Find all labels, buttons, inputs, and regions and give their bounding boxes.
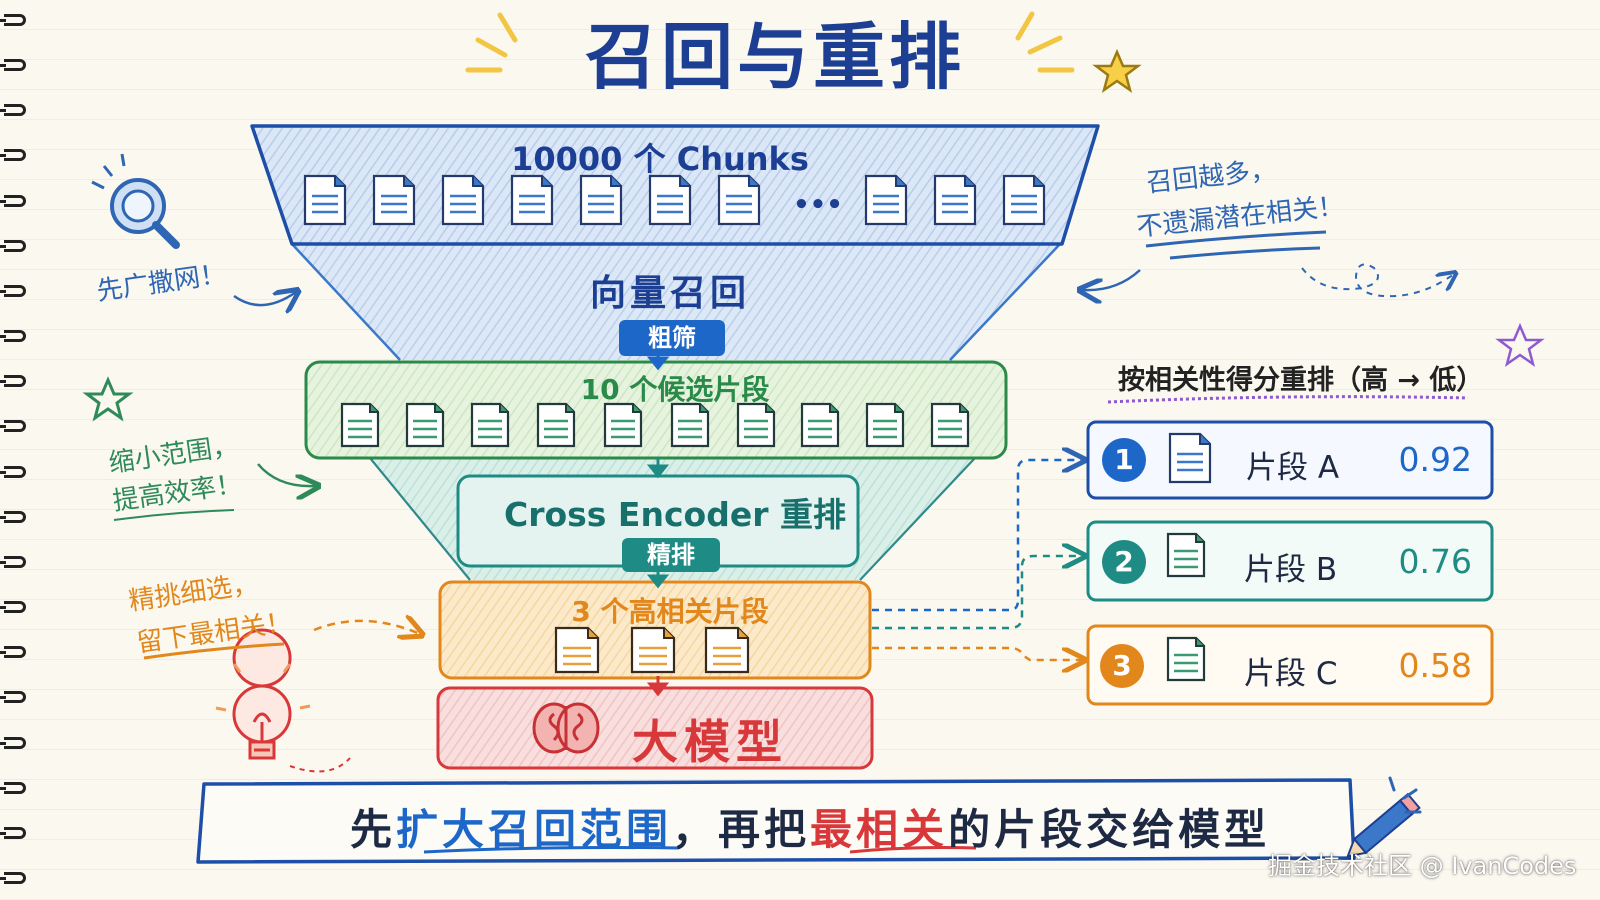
rank-badge-2: 2 — [1102, 540, 1146, 584]
rank-label-1: 片段 A — [1246, 450, 1340, 486]
document-icon — [1166, 636, 1206, 682]
chunks-label: 10000 个 Chunks — [511, 140, 809, 178]
rank-label-3: 片段 C — [1244, 656, 1338, 692]
recall-title: 向量召回 — [589, 273, 750, 314]
rerank-title: Cross Encoder 重排 — [504, 495, 846, 534]
funnel-upper — [292, 244, 1060, 360]
top3-docs — [554, 626, 750, 674]
bottom-message: 先扩大召回范围，再把最相关的片段交给模型 — [350, 796, 1270, 857]
star-icon — [85, 378, 131, 420]
bottom-banner — [196, 778, 1356, 864]
rank-score-3: 0.58 — [1398, 646, 1472, 685]
ranking-heading: 按相关性得分重排（高 → 低） — [1118, 365, 1484, 396]
watermark: 掘金技术社区 @ IvanCodes — [1268, 852, 1577, 880]
bottom-part-1: 先 — [350, 805, 397, 854]
rank-badge-1: 1 — [1102, 438, 1146, 482]
recall-tag: 粗筛 — [619, 320, 725, 356]
spiral-binding — [0, 14, 30, 884]
bottom-part-3: ，再把 — [672, 805, 811, 854]
rank-score-1: 0.92 — [1398, 440, 1472, 479]
rerank-tag: 精排 — [622, 538, 720, 572]
rank-label-2: 片段 B — [1244, 552, 1338, 588]
bottom-part-5: 的片段交给模型 — [948, 805, 1271, 854]
candidates-label: 10 个候选片段 — [580, 373, 770, 406]
star-icon — [1094, 50, 1140, 92]
brain-icon — [532, 702, 600, 754]
document-icon — [1168, 432, 1212, 484]
rank-score-2: 0.76 — [1398, 542, 1472, 581]
rank-badge-3: 3 — [1100, 644, 1144, 688]
document-icon — [1166, 532, 1206, 578]
top3-label: 3 个高相关片段 — [571, 595, 769, 628]
magnifier-icon — [91, 153, 180, 249]
chunks-ellipsis: ••• — [793, 190, 843, 220]
page-title: 召回与重排 — [584, 15, 965, 99]
bottom-highlight-recall: 扩大召回范围 — [396, 805, 673, 854]
bottom-highlight-relevant: 最相关 — [810, 805, 949, 854]
llm-label: 大模型 — [632, 715, 788, 769]
